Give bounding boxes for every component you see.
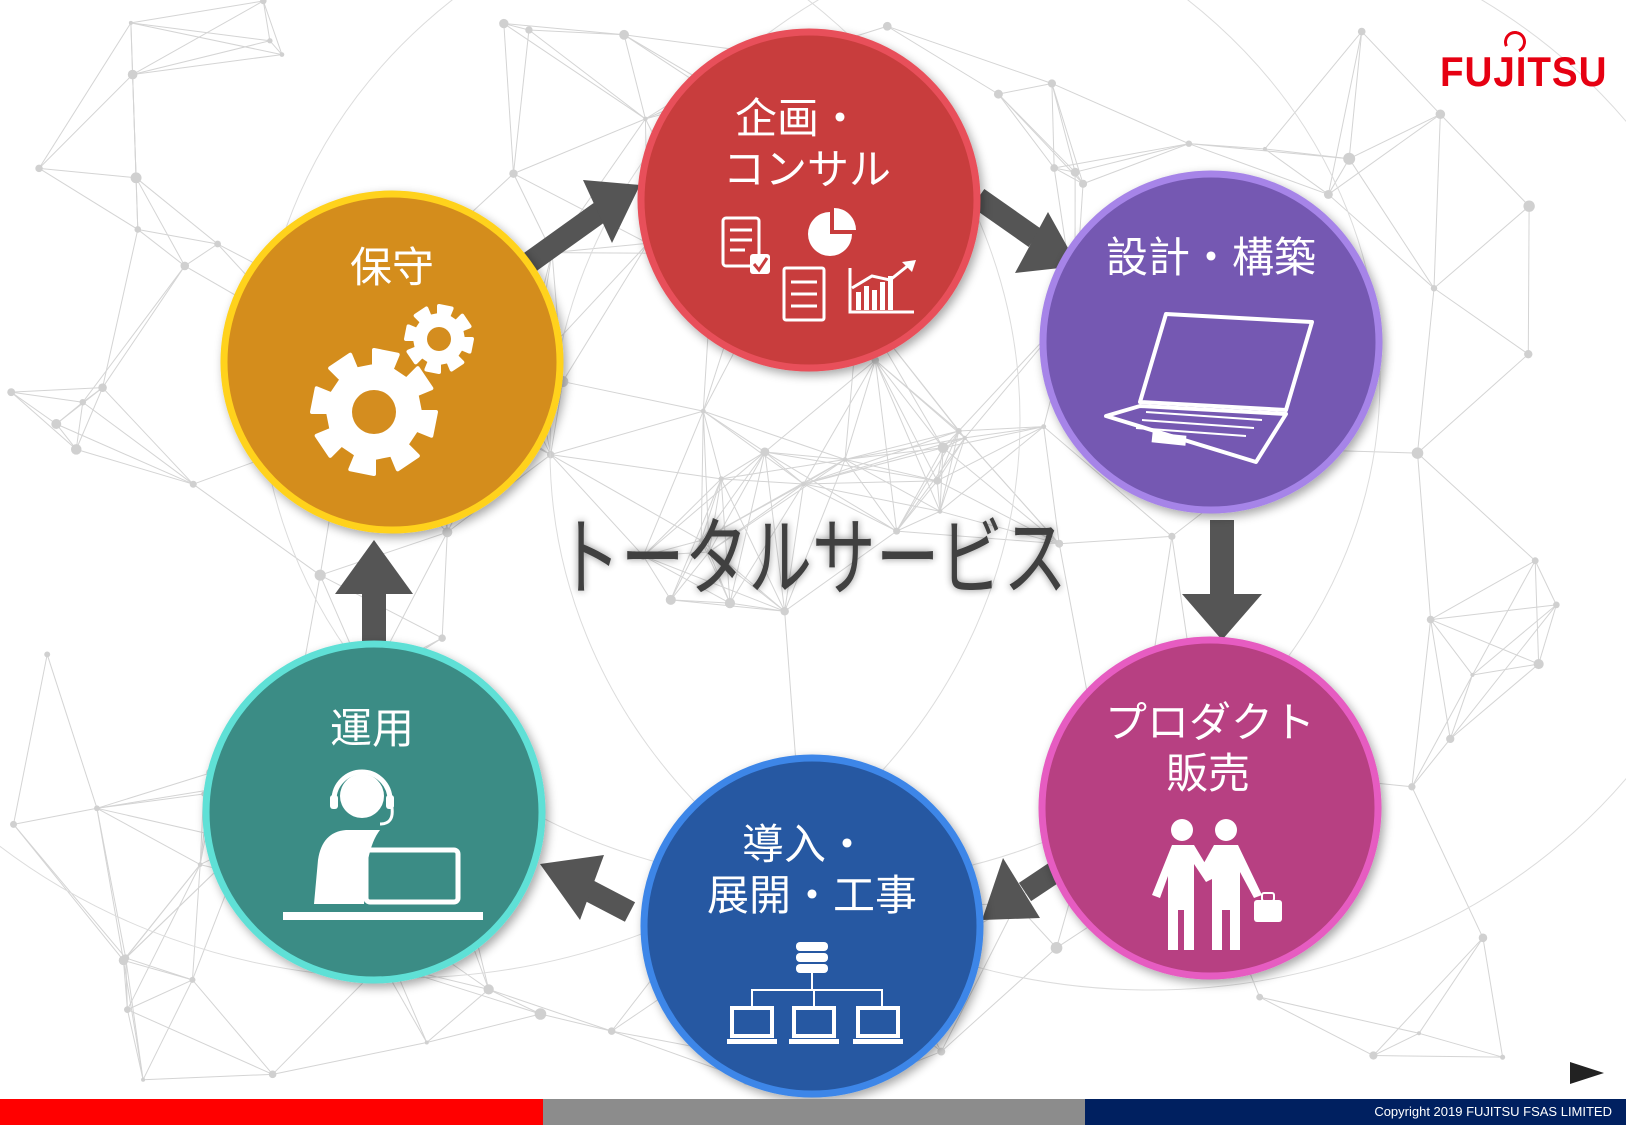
- arrow-maintenance-to-planning: [519, 180, 640, 274]
- laptop-icon: [1104, 312, 1314, 464]
- next-slide-icon[interactable]: [1570, 1062, 1604, 1084]
- gears-icon: [310, 304, 474, 476]
- node-maintenance[interactable]: 保守: [220, 190, 564, 534]
- documents-chart-icon: [721, 208, 916, 322]
- node-design-label: 設計・構築: [1106, 233, 1316, 282]
- node-deploy-label-2: 展開・工事: [707, 871, 917, 920]
- fujitsu-logo: FUJITSU: [1440, 48, 1608, 95]
- node-deploy-label-1: 導入・: [742, 820, 868, 869]
- node-planning[interactable]: 企画・ コンサル: [637, 28, 981, 372]
- node-operation-label: 運用: [330, 704, 414, 753]
- node-product[interactable]: プロダクト 販売: [1038, 636, 1382, 980]
- node-product-label-2: 販売: [1166, 749, 1250, 798]
- footer-bar-navy: [1085, 1099, 1626, 1125]
- copyright-text: Copyright 2019 FUJITSU FSAS LIMITED: [1374, 1104, 1612, 1119]
- node-planning-label-1: 企画・: [735, 94, 861, 143]
- node-planning-label-2: コンサル: [723, 145, 891, 194]
- arrow-operation-to-maintenance: [335, 540, 413, 650]
- network-icon: [727, 942, 903, 1044]
- footer-bar-grey: [543, 1099, 1085, 1125]
- footer-bar-red: [0, 1099, 543, 1125]
- arrow-product-to-deploy: [982, 858, 1062, 920]
- cycle-arrows: [335, 180, 1262, 922]
- arrow-design-to-product: [1182, 520, 1262, 640]
- node-product-label-1: プロダクト: [1105, 698, 1315, 747]
- arrow-deploy-to-operation: [540, 855, 636, 922]
- handshake-icon: [1152, 819, 1282, 950]
- node-deploy[interactable]: 導入・ 展開・工事: [640, 754, 984, 1098]
- center-title: トータルサービス: [557, 509, 1067, 609]
- support-operator-icon: [283, 769, 483, 920]
- node-maintenance-label: 保守: [350, 243, 434, 292]
- node-operation[interactable]: 運用: [202, 640, 546, 984]
- node-design[interactable]: 設計・構築: [1039, 170, 1383, 514]
